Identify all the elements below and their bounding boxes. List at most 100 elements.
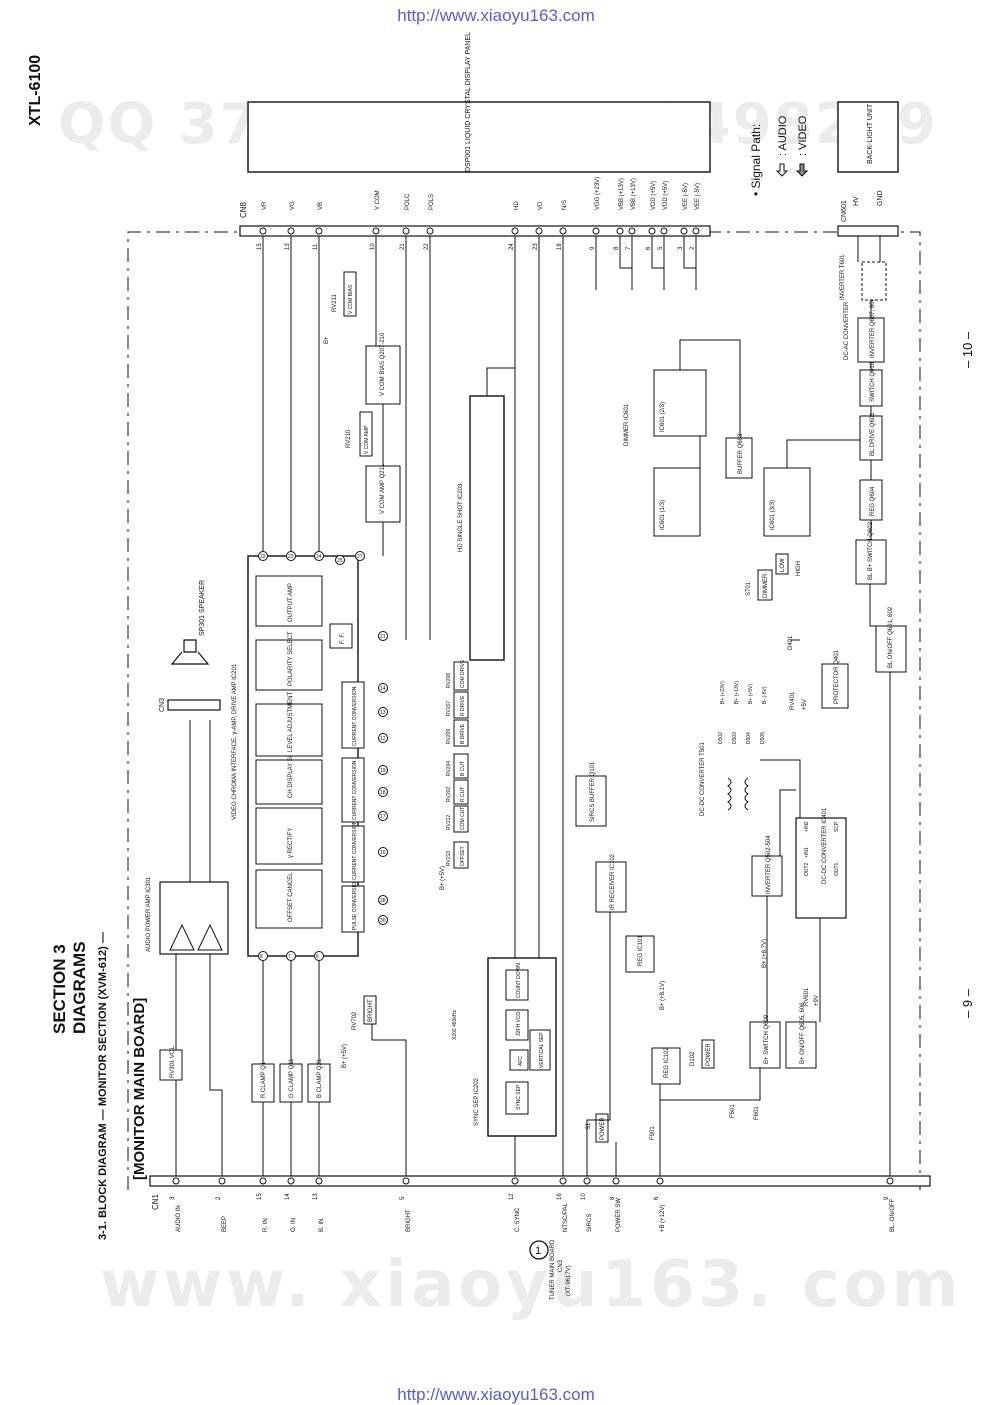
power-led-box (701, 1039, 715, 1069)
cn1-pin-number: 5 (400, 1196, 406, 1200)
cn8-pin-terminal (628, 227, 636, 235)
cn8-pin-label: HD (514, 201, 520, 210)
polarity-label: POLARITY SELECT (288, 631, 294, 686)
ch-display-block (255, 759, 323, 805)
ic201-pin-number: 23 (288, 554, 294, 560)
dcdc-scp: SCP (834, 821, 840, 832)
wire-vbb (619, 236, 633, 290)
dcdc-out2: OUT2 (804, 862, 810, 876)
d503-label: D503 (732, 732, 738, 744)
cn1-pin-label: BRIGHT (406, 1209, 412, 1232)
section-title: DIAGRAMS (70, 941, 89, 1034)
cn8-pin-label: VBB (+13V) (619, 178, 625, 210)
lcd-panel-block (247, 101, 711, 173)
power-switch-label: POWER (600, 1117, 606, 1140)
cn8-pin-label: V COM (375, 190, 381, 210)
polarity-block (255, 639, 323, 691)
rv209-label: RV209 (446, 729, 452, 744)
cn601-connector (837, 225, 899, 237)
ic201-pin (314, 551, 324, 561)
vertical-sep-label: VERTICAL SEP (539, 1032, 545, 1068)
d505-label: D505 (760, 732, 766, 744)
ic601-1-block (653, 467, 701, 537)
cn8-pin-terminal (648, 227, 656, 235)
current-conv-1-block (341, 825, 365, 883)
offset-box (453, 841, 469, 869)
cn601-label: CN601 (841, 200, 848, 222)
power-switch-box[interactable] (595, 1113, 609, 1143)
vcom-bias-block (365, 345, 401, 405)
audio-arrow-icon (775, 163, 789, 177)
current-conv-2-label: CURRENT CONVERSION (352, 760, 358, 820)
wire-sircs (586, 912, 611, 1176)
low-label: LOW (780, 558, 786, 572)
bplus-8-7-rail: B+ (+8.7V) (762, 939, 768, 968)
ic201-pin (378, 847, 388, 857)
rv213-label: RV213 (446, 851, 452, 866)
com-drive-box (453, 661, 469, 691)
cn8-pin-number: 23 (533, 243, 539, 250)
cn8-pin-number: 11 (313, 243, 319, 250)
gamma-rectify-block (255, 807, 323, 865)
cn8-pin-label: VG (290, 201, 296, 210)
output-amp-label: OUTPUT AMP (288, 583, 294, 622)
video-arrow-icon (795, 163, 809, 177)
hd-single-shot-block (469, 395, 505, 661)
g-clamp-label: G CLAMP Q11 (289, 1058, 295, 1098)
b-cut-box (453, 753, 469, 779)
inverter-q607-block (857, 317, 885, 363)
cn1-connector (149, 1175, 931, 1187)
cn1-pin-number: 10 (581, 1193, 587, 1200)
cn8-pin-label: VDD (+5V) (663, 181, 669, 210)
cn1-pin-number: 3 (170, 1196, 176, 1200)
ic201-pin (335, 555, 345, 565)
rail-b5: B+ (+5V) (748, 684, 754, 704)
ic201-pin (378, 733, 388, 743)
cn1-pin-number: 6 (654, 1196, 660, 1200)
reg-ic101-label: REG IC101 (638, 935, 644, 966)
d502-label: D502 (718, 732, 724, 744)
pulse-conv-block (341, 885, 365, 933)
count-down-block (505, 969, 529, 1001)
ic201-pin-number: 7 (288, 954, 291, 960)
dimmer-switch-label: DIMMER (763, 573, 769, 598)
current-conv-3-block (341, 681, 365, 749)
current-conv-1-label: CURRENT CONVERSION (352, 820, 358, 880)
speaker-icon (170, 639, 210, 665)
b-drive-label: B DRIVE (460, 723, 466, 744)
ic201-pin-number: 17 (380, 814, 386, 820)
buffer-q603-block (725, 437, 753, 479)
cn1-pin-label: NTSC/PAL (563, 1202, 569, 1232)
wire-audio-amp (175, 720, 211, 1050)
source-url-bottom[interactable]: http://www.xiaoyu163.com (397, 1385, 595, 1404)
bplus-5v-rail-b: B+ (+5V) (440, 866, 446, 890)
cn1-pin-number: 16 (557, 1193, 563, 1200)
ic201-pin (378, 915, 388, 925)
cn1-pin-label: R. IN (263, 1218, 269, 1232)
ic201-pin-number: 21 (380, 634, 386, 640)
dimmer-switch-box[interactable] (757, 569, 773, 601)
cn8-label: CN8 (239, 201, 248, 218)
cn601-pin-gnd: GND (877, 190, 884, 206)
ic201-pin (258, 951, 268, 961)
bl-bswitch-label: BL B+ SWITCH Q602 (868, 521, 874, 580)
source-url-top[interactable]: http://www.xiaoyu163.com (397, 6, 595, 25)
vol-label: RV301 VOL (170, 1045, 176, 1078)
cn8-pin-terminal (660, 227, 668, 235)
b-clamp-label: B CLAMP Q21 (317, 1058, 323, 1098)
transformer-t501-icon (727, 777, 749, 811)
ir-receiver-label: IR RECEIVER IC102 (610, 853, 616, 910)
rv208-label: RV208 (446, 673, 452, 688)
rv210-label: RV210 (346, 429, 352, 448)
speaker-label: SP301 SPEAKER (199, 580, 206, 636)
sync-sep-inner-block (505, 1081, 529, 1115)
cn8-pin-terminal (372, 227, 380, 235)
dcdc-in2: +IN2 (804, 821, 810, 832)
ic201-pin (378, 631, 388, 641)
wire-bplus12 (659, 1068, 761, 1176)
rv212-label: RV212 (446, 815, 452, 830)
ic201-pin (378, 707, 388, 717)
ff-block (329, 623, 353, 649)
